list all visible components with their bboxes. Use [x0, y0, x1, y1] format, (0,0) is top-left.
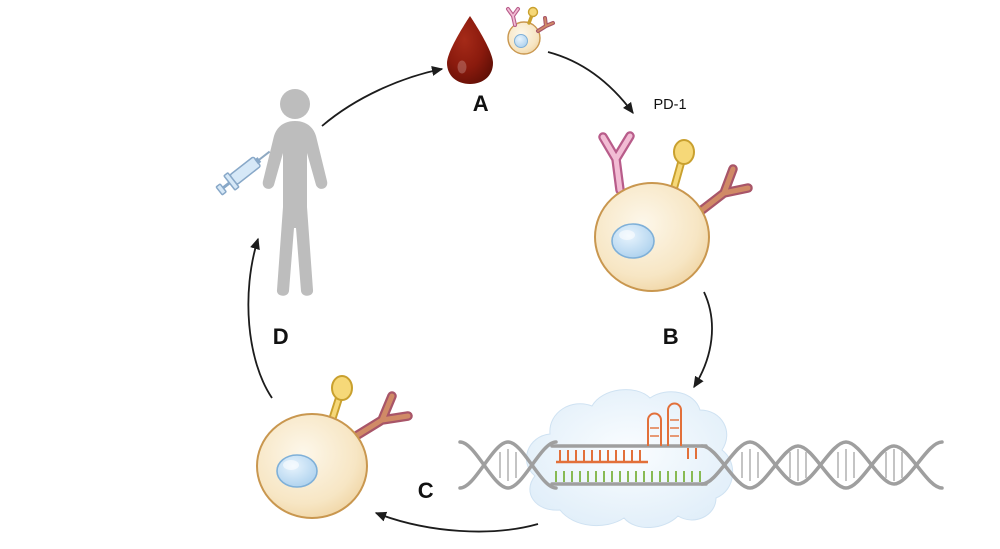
dna-helix-right: [700, 444, 944, 490]
silhouette-body: [262, 121, 328, 296]
arrow-blood-to-cell: [547, 51, 634, 115]
blood-drop-icon: [447, 16, 493, 84]
salmon-receptor-icon: [697, 164, 753, 215]
dna-helix-left: [458, 440, 558, 490]
edited-t-cell: [256, 375, 413, 519]
pd1-receptor-icon: [598, 131, 635, 195]
guide-rna: [556, 402, 697, 464]
pd1-t-cell: [594, 131, 753, 292]
step-label-a: A: [472, 91, 490, 116]
mini-yellow-receptor-icon: [527, 6, 539, 25]
guide-rna-hairpins-icon: [647, 402, 682, 446]
syringe-icon: [215, 150, 271, 196]
patient-silhouette: [262, 89, 328, 296]
pd1-label: PD-1: [653, 97, 687, 113]
harvested-cell-icon: [506, 6, 555, 55]
dna-rungs: [499, 449, 903, 481]
yellow-receptor-icon: [670, 139, 695, 192]
cell-nucleus: [276, 454, 318, 488]
editing-bubble: [525, 389, 734, 529]
cycle-arrows: [247, 51, 713, 533]
silhouette-head: [280, 89, 310, 119]
crispr-editing-scene: [458, 389, 944, 529]
arrow-step-b: [693, 291, 713, 389]
step-label-d: D: [272, 324, 290, 349]
arrow-step-c: [374, 511, 539, 533]
base-pair-ticks: [555, 471, 701, 482]
mini-salmon-receptor-icon: [536, 16, 555, 33]
step-label-c: C: [417, 478, 435, 503]
cell-nucleus: [611, 223, 655, 259]
dna-helix-left-2: [458, 440, 558, 490]
edited-salmon-receptor-icon: [351, 391, 413, 441]
arrow-step-d: [247, 237, 273, 399]
dna-helix-right-2: [700, 440, 944, 486]
mini-pd1-receptor-icon: [506, 7, 520, 27]
step-label-b: B: [662, 324, 680, 349]
edited-yellow-receptor-icon: [328, 375, 353, 424]
arrow-patient-to-blood: [321, 66, 444, 127]
dna-helix: [458, 440, 944, 490]
